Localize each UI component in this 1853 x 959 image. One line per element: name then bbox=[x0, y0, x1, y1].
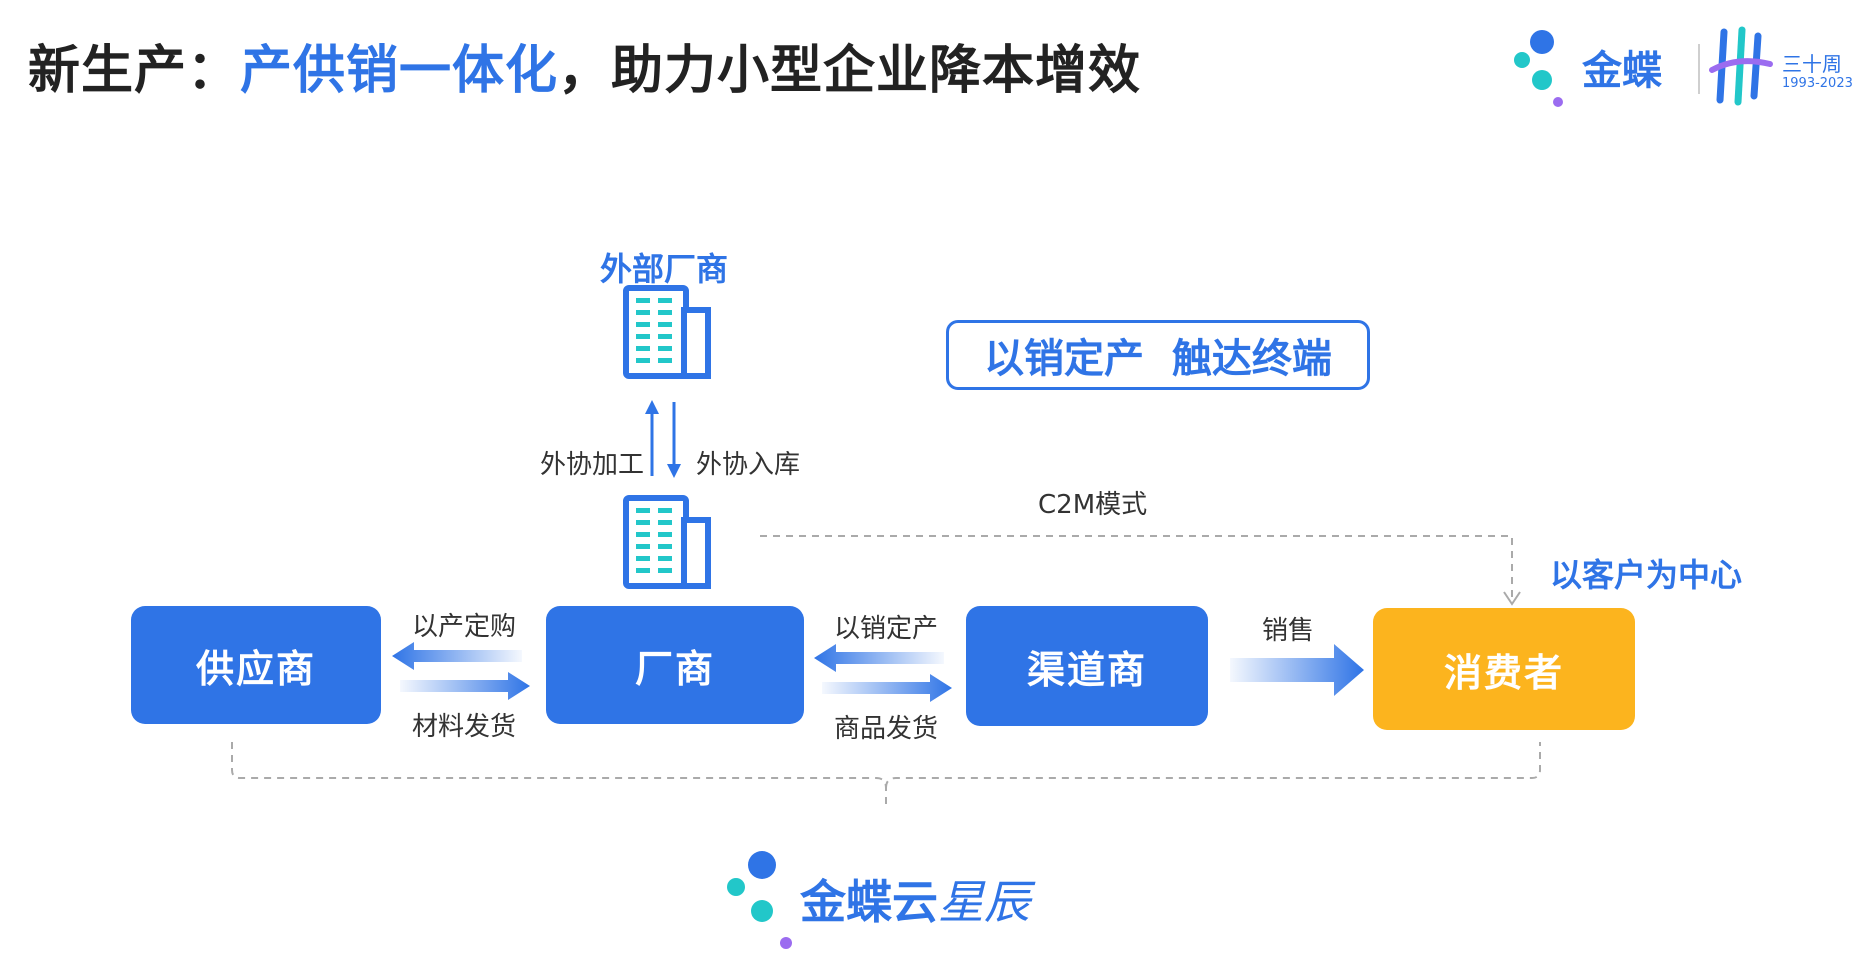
footer-brand: 金蝶云星辰 bbox=[800, 866, 1030, 932]
bottom-bracket bbox=[231, 742, 1541, 804]
footer-product-name: 星辰 bbox=[938, 875, 1030, 929]
anniversary-mark-icon bbox=[1709, 26, 1773, 106]
material-shipping-label: 材料发货 bbox=[412, 712, 517, 742]
kingdee-dots-icon bbox=[1514, 30, 1563, 107]
production-by-sales-label: 以销定产 bbox=[834, 614, 939, 644]
anniversary-text: 三十周 bbox=[1782, 52, 1842, 76]
consumer-node: 消费者 bbox=[1373, 608, 1635, 730]
c2m-dashed-path bbox=[760, 535, 1521, 606]
slogan-box: 以销定产 触达终端 bbox=[946, 320, 1370, 390]
footer-brand-name: 金蝶云 bbox=[800, 875, 938, 929]
customer-center-label: 以客户为中心 bbox=[1550, 556, 1743, 594]
title-highlight: 产供销一体化 bbox=[240, 41, 559, 101]
manufacturer-channel-arrows-icon bbox=[814, 644, 952, 702]
purchase-by-production-label: 以产定购 bbox=[412, 612, 517, 642]
manufacturer-node: 厂商 bbox=[546, 606, 804, 724]
anniversary-years: 1993-2023 bbox=[1782, 76, 1853, 91]
manufacturer-building-icon bbox=[623, 495, 711, 589]
supplier-node: 供应商 bbox=[131, 606, 381, 724]
outsource-arrows-icon bbox=[645, 400, 681, 478]
goods-shipping-label: 商品发货 bbox=[834, 714, 939, 744]
logo-text: 金蝶 bbox=[1582, 48, 1662, 94]
sales-label: 销售 bbox=[1262, 616, 1315, 646]
external-vendor-label: 外部厂商 bbox=[600, 250, 729, 288]
title-prefix: 新生产： bbox=[28, 41, 241, 101]
sales-arrow-icon bbox=[1230, 644, 1364, 696]
external-building-icon bbox=[623, 285, 711, 379]
c2m-label: C2M模式 bbox=[1038, 490, 1148, 520]
logo-divider bbox=[1698, 44, 1700, 94]
outsource-inbound-label: 外协入库 bbox=[696, 450, 801, 480]
kingdee-cloud-dots-icon bbox=[727, 851, 792, 949]
channel-node: 渠道商 bbox=[966, 606, 1208, 726]
outsource-processing-label: 外协加工 bbox=[540, 450, 645, 480]
page-title: 新生产：产供销一体化，助力小型企业降本增效 bbox=[28, 28, 1141, 103]
supplier-manufacturer-arrows-icon bbox=[392, 642, 530, 700]
kingdee-logo: 金蝶 三十周 1993-2023 bbox=[1510, 26, 1853, 110]
title-suffix: ，助力小型企业降本增效 bbox=[558, 41, 1142, 101]
